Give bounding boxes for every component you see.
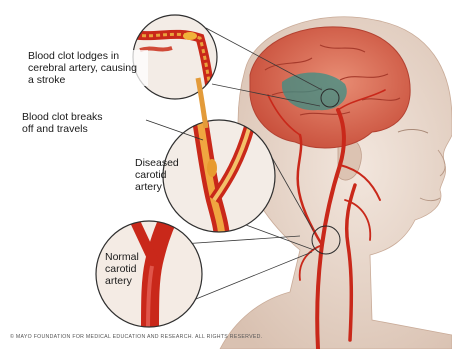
label-clot-lodges: Blood clot lodges in cerebral artery, ca…: [28, 50, 148, 86]
label-clot-breaks: Blood clot breaks off and travels: [22, 111, 142, 135]
label-diseased-carotid: Diseased carotid artery: [135, 157, 195, 193]
label-normal-carotid: Normal carotid artery: [105, 251, 155, 287]
copyright-notice: © MAYO FOUNDATION FOR MEDICAL EDUCATION …: [10, 334, 262, 340]
